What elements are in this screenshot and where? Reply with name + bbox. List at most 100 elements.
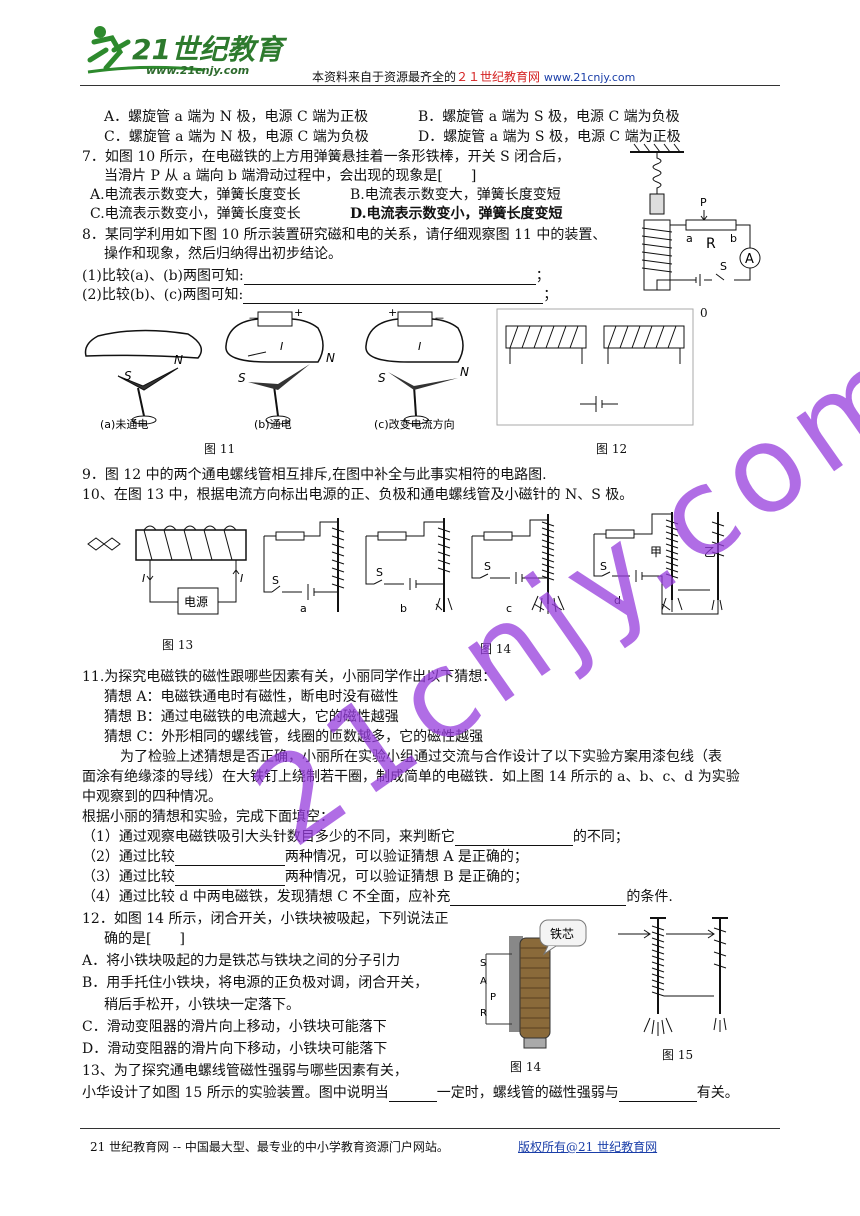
q7-option-c: C.电流表示数变小，弹簧长度变长 <box>90 206 301 222</box>
q11-fill-3: （3）通过比较 两种情况，可以验证猜想 B 是正确的； <box>82 868 528 886</box>
q6-option-b: B．螺旋管 a 端为 S 极，电源 C 端为负极 <box>418 109 680 125</box>
figure-14-nails: S a S b S c S 甲 乙 d <box>263 512 725 615</box>
fig11b-s: S <box>238 371 246 385</box>
q6-option-c: C．螺旋管 a 端为 N 极，电源 C 端为负极 <box>104 129 369 145</box>
fig14-c-label: c <box>506 602 512 615</box>
q11-fill-2-suffix: 两种情况，可以验证猜想 A 是正确的； <box>284 849 528 865</box>
q9-text: 9．图 12 中的两个通电螺线管相互排斥,在图中补全与此事实相符的电路图. <box>82 467 547 483</box>
q11-fill-1-prefix: （1）通过观察电磁铁吸引大头针数目多少的不同，来判断它 <box>82 829 455 845</box>
compass-needle-icon <box>87 537 105 551</box>
q11-para-4: 根据小丽的猜想和实验，完成下面填空： <box>82 809 334 825</box>
tagline-url[interactable]: www.21cnjy.com <box>543 71 636 84</box>
figure-13: 电源 I I <box>87 525 247 615</box>
fig11b-caption: (b)通电 <box>254 418 292 431</box>
q7-option-a: A.电流表示数变大，弹簧长度变长 <box>90 187 301 203</box>
figure-15 <box>618 917 728 1036</box>
figure-10: P a R b A S <box>630 143 761 291</box>
q7-option-b: B.电流表示数变大，弹簧长度变短 <box>350 187 561 203</box>
fig14-a-s: S <box>272 574 279 587</box>
q13-line2-suffix: 有关。 <box>696 1085 739 1101</box>
q11-guess-a: 猜想 A：电磁铁通电时有磁性，断电时没有磁性 <box>104 689 399 705</box>
fig14-d-yi: 乙 <box>704 545 716 559</box>
q8-sub2-end: ； <box>543 287 558 303</box>
fig11c-s: S <box>378 371 386 385</box>
q13-line2-prefix: 小华设计了如图 15 所示的实验装置。图中说明当 <box>82 1085 389 1101</box>
q11-fill-3-suffix: 两种情况，可以验证猜想 B 是正确的； <box>284 869 529 885</box>
fig11b-plus: + <box>294 306 303 319</box>
q12-line2: 确的是[ ] <box>104 931 185 947</box>
q8-sub2-label: (2)比较(b)、(c)两图可知: <box>82 287 244 303</box>
fig11c-minus: － <box>434 312 445 325</box>
fig14-title-top: 图 14 <box>480 642 512 656</box>
site-logo <box>84 20 284 82</box>
q12-option-c: C．滑动变阻器的滑片向上移动，小铁块可能落下 <box>82 1019 387 1035</box>
fig12-zero: 0 <box>700 306 708 320</box>
q6-option-d: D．螺旋管 a 端为 S 极，电源 C 端为正极 <box>418 129 681 145</box>
q8-line2: 操作和现象，然后归纳得出初步结论。 <box>104 246 342 262</box>
q8-sub1-end: ； <box>535 268 550 284</box>
fig14-a-label: a <box>300 602 307 615</box>
q11-fill-2-prefix: （2）通过比较 <box>82 849 175 865</box>
q12-option-b1: B．用手托住小铁块，将电源的正负极对调，闭合开关， <box>82 975 429 991</box>
q13-answer-1-field[interactable] <box>388 1087 437 1102</box>
q12-line1: 12．如图 14 所示，闭合开关，小铁块被吸起，下列说法正 <box>82 911 449 927</box>
logo-title: 21世纪教育 <box>132 33 283 66</box>
fig10-label-b: b <box>730 232 737 245</box>
q7-option-d: D.电流表示数变小，弹簧长度变短 <box>350 206 563 222</box>
figure-12 <box>496 308 694 426</box>
q13-line2: 小华设计了如图 15 所示的实验装置。图中说明当 一定时，螺线管的磁性强弱与 有关。 <box>82 1084 739 1102</box>
q13-line2-mid: 一定时，螺线管的磁性强弱与 <box>436 1085 619 1101</box>
fig11b-minus: － <box>248 312 259 325</box>
q11-answer-3-field[interactable] <box>174 871 285 886</box>
core-callout-label: 铁芯 <box>550 927 574 941</box>
q13-answer-2-field[interactable] <box>618 1087 697 1102</box>
fig10-label-p: P <box>700 196 707 209</box>
tagline-site[interactable]: ２１世纪教育网 <box>456 70 541 84</box>
fig14-d-s: S <box>600 560 607 573</box>
q11-fill-3-prefix: （3）通过比较 <box>82 869 175 885</box>
fig15-title: 图 15 <box>662 1048 694 1062</box>
fig14-title-core: 图 14 <box>510 1060 542 1074</box>
q11-answer-4-field[interactable] <box>450 891 627 906</box>
fig12-title: 图 12 <box>596 442 628 456</box>
figure-11: S N (a)未通电 － + I S N (b)通电 + － I S N (c)… <box>84 306 469 431</box>
q11-guess-b: 猜想 B：通过电磁铁的电流越大，它的磁性越强 <box>104 709 399 725</box>
core-a-label: A <box>480 976 487 987</box>
fig10-label-s: S <box>720 260 727 273</box>
q10-text: 10、在图 13 中，根据电流方向标出电源的正、负极和通电螺线管及小磁针的 N、… <box>82 487 634 503</box>
q11-fill-1-suffix: 的不同； <box>572 829 629 845</box>
fig11c-caption: (c)改变电流方向 <box>374 417 455 431</box>
q12-option-d: D．滑动变阻器的滑片向下移动，小铁块可能落下 <box>82 1041 388 1057</box>
fig11a-n: N <box>174 353 183 367</box>
q11-fill-4-prefix: （4）通过比较 d 中两电磁铁，发现猜想 C 不全面，应补充 <box>82 889 451 905</box>
q11-fill-2: （2）通过比较 两种情况，可以验证猜想 A 是正确的； <box>82 848 528 866</box>
q11-fill-1: （1）通过观察电磁铁吸引大头针数目多少的不同，来判断它 的不同； <box>82 828 629 846</box>
q11-answer-2-field[interactable] <box>174 851 285 866</box>
q13-line1: 13、为了探究通电螺线管磁性强弱与哪些因素有关， <box>82 1063 408 1079</box>
fig11a-s: S <box>124 369 132 383</box>
battery-icon <box>257 311 293 327</box>
q6-option-a: A．螺旋管 a 端为 N 极，电源 C 端为正极 <box>104 109 369 125</box>
q7-line2: 当滑片 P 从 a 端向 b 端滑动过程中，会出现的现象是[ ] <box>104 168 477 184</box>
q11-para-3: 中观察到的四种情况。 <box>82 789 222 805</box>
figure-14-core: 铁芯 S A P R <box>480 919 587 1049</box>
fig13-i-right: I <box>240 572 243 585</box>
q8-sub1-label: (1)比较(a)、(b)两图可知: <box>82 268 244 284</box>
q11-para-2: 面涂有绝缘漆的导线）在大铁钉上绕制若干圈，制成简单的电磁铁．如上图 14 所示的… <box>82 769 740 785</box>
fig10-label-a: a <box>686 232 693 245</box>
fig11c-n: N <box>460 365 469 379</box>
footer-copyright-link[interactable]: 版权所有@21 世纪教育网 <box>518 1140 658 1154</box>
q11-guess-c: 猜想 C：外形相同的螺线管，线圈的匝数越多，它的磁性越强 <box>104 729 484 745</box>
fig11-title: 图 11 <box>204 442 236 456</box>
q12-option-b2: 稍后手松开，小铁块一定落下。 <box>104 997 300 1013</box>
runner-logo-icon <box>87 26 205 74</box>
q8-sub2: (2)比较(b)、(c)两图可知: ； <box>82 286 557 304</box>
q11-intro: 11.为探究电磁铁的磁性跟哪些因素有关，小丽同学作出以下猜想： <box>82 669 497 685</box>
q12-option-a: A．将小铁块吸起的力是铁芯与铁块之间的分子引力 <box>82 953 401 969</box>
q8-answer-2-field[interactable] <box>243 289 544 304</box>
q11-answer-1-field[interactable] <box>454 831 573 846</box>
q8-answer-1-field[interactable] <box>243 270 536 285</box>
core-s-label: S <box>480 958 486 969</box>
fig14-b-s: S <box>376 566 383 579</box>
fig13-title: 图 13 <box>162 638 194 652</box>
